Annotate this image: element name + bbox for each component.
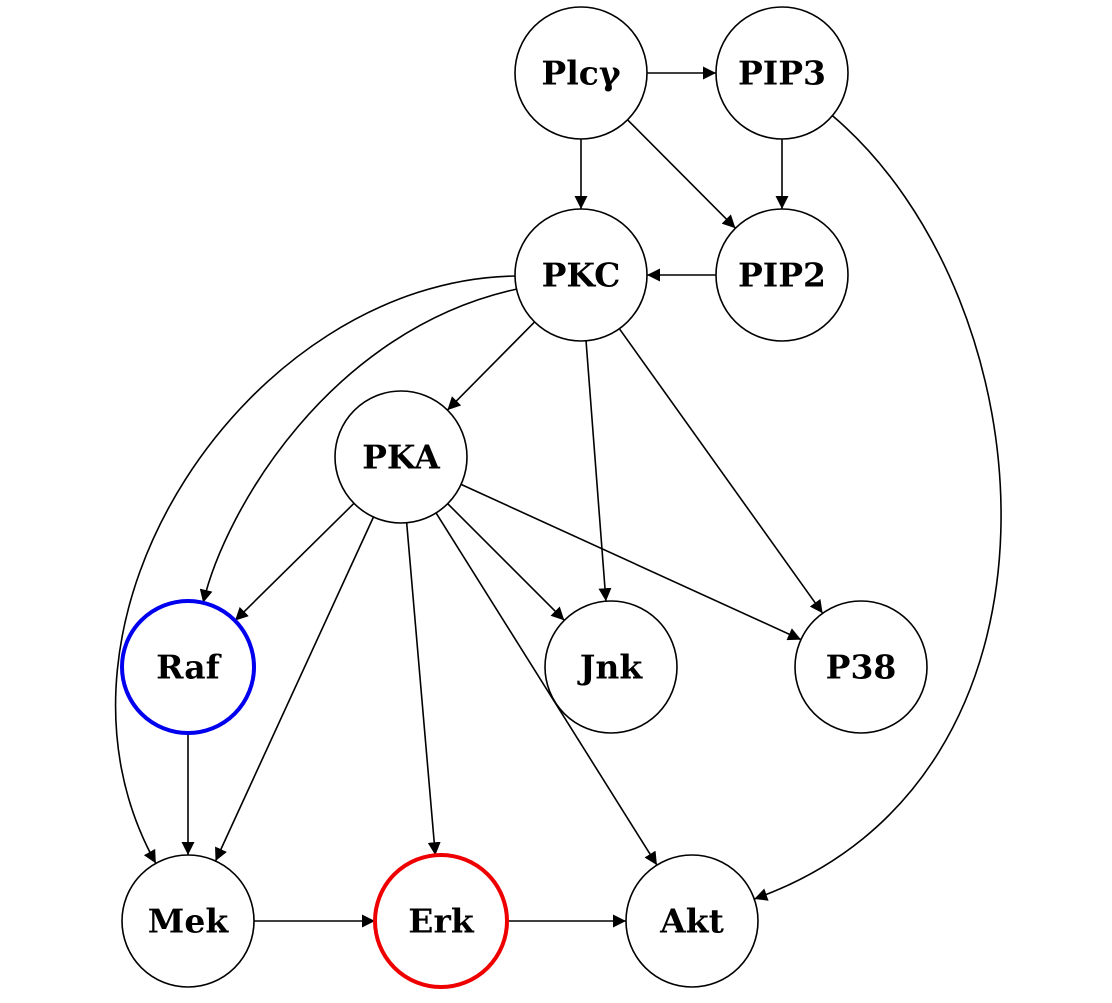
node-p38: P38 [794, 600, 928, 734]
node-plcg-label: Plcγ [541, 54, 620, 93]
node-jnk: Jnk [544, 600, 678, 734]
edge-pkc-to-mek [114, 275, 516, 864]
node-pip2-label: PIP2 [738, 256, 826, 295]
node-erk-circle [373, 853, 509, 989]
edge-pka-to-erk [405, 522, 441, 856]
node-erk-label: Erk [408, 902, 475, 941]
node-akt-label: Akt [659, 902, 724, 941]
node-pip2: PIP2 [715, 208, 849, 342]
edges-layer [114, 66, 1002, 928]
edge-pka-to-akt [435, 512, 658, 866]
node-raf-circle [120, 599, 256, 735]
edge-pka-to-p38 [460, 483, 802, 641]
node-pka-label: PKA [362, 438, 440, 477]
node-pip3-label: PIP3 [738, 54, 826, 93]
node-pip3-circle [715, 6, 849, 140]
node-akt-circle [625, 854, 759, 988]
node-pkc: PKC [514, 208, 648, 342]
node-jnk-label: Jnk [577, 648, 644, 687]
node-pip3: PIP3 [715, 6, 849, 140]
edge-pka-to-raf [234, 502, 355, 622]
node-pkc-circle [514, 208, 648, 342]
edge-pka-to-mek [214, 516, 375, 862]
edge-plcg-to-pip2 [626, 119, 737, 229]
node-jnk-circle [544, 600, 678, 734]
edge-pkc-to-pka [446, 321, 536, 411]
node-mek-label: Mek [148, 902, 230, 941]
edge-pkc-to-raf [199, 288, 517, 603]
node-raf: Raf [120, 599, 256, 735]
node-p38-label: P38 [826, 648, 897, 687]
node-akt: Akt [625, 854, 759, 988]
node-pkc-label: PKC [542, 256, 621, 295]
node-pka: PKA [334, 390, 468, 524]
node-plcg-circle [514, 6, 648, 140]
node-plcg: Plcγ [514, 6, 648, 140]
node-p38-circle [794, 600, 928, 734]
edge-pka-to-jnk [447, 503, 565, 621]
node-pip2-circle [715, 208, 849, 342]
node-raf-label: Raf [156, 648, 222, 687]
node-mek: Mek [121, 854, 255, 988]
node-pka-circle [334, 390, 468, 524]
edge-pip3-to-akt [753, 115, 1002, 901]
node-erk: Erk [373, 853, 509, 989]
node-mek-circle [121, 854, 255, 988]
edge-pkc-to-jnk [585, 340, 612, 602]
edge-pkc-to-p38 [618, 328, 824, 614]
